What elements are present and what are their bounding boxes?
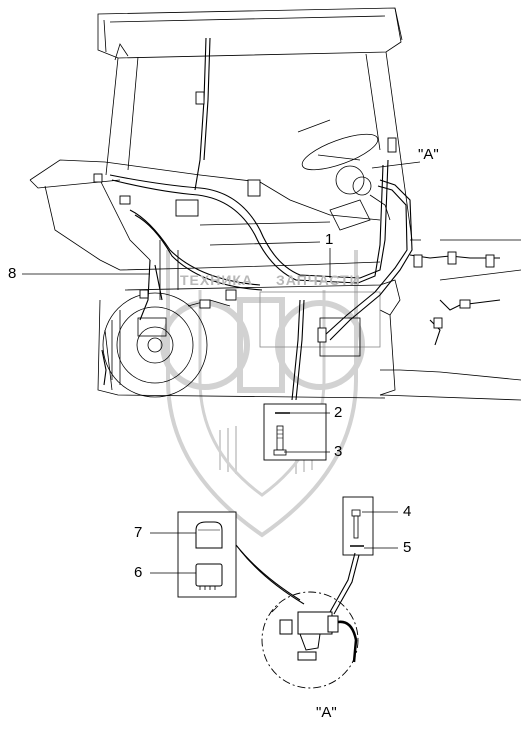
view-a-label-top: "A": [418, 146, 439, 163]
callout-1: 1: [325, 231, 334, 248]
wiring-harness: [101, 37, 501, 401]
watermark-text-right: ЗАПЧАСТИ: [276, 272, 361, 288]
callout-6: 6: [134, 564, 143, 581]
callout-4: 4: [403, 503, 412, 520]
view-a-label-bottom: "A": [316, 704, 337, 721]
watermark-text-left: ТЕХНИКА: [180, 272, 254, 288]
harness-components: [93, 91, 495, 343]
steering-column: [297, 119, 391, 231]
detail-box-bolt-washer-2: [342, 496, 374, 556]
tractor-cab-outline: [29, 7, 521, 401]
detail-box-connectors: [177, 511, 237, 598]
callout-7: 7: [134, 524, 143, 541]
callout-8: 8: [8, 265, 17, 282]
view-a-detail: [235, 544, 360, 689]
callout-5: 5: [403, 539, 412, 556]
callout-3: 3: [334, 443, 343, 460]
rear-wheel-hub: [102, 292, 231, 398]
leader-lines: [22, 161, 421, 574]
watermark-emblem: [160, 250, 365, 538]
callout-2: 2: [334, 404, 343, 421]
